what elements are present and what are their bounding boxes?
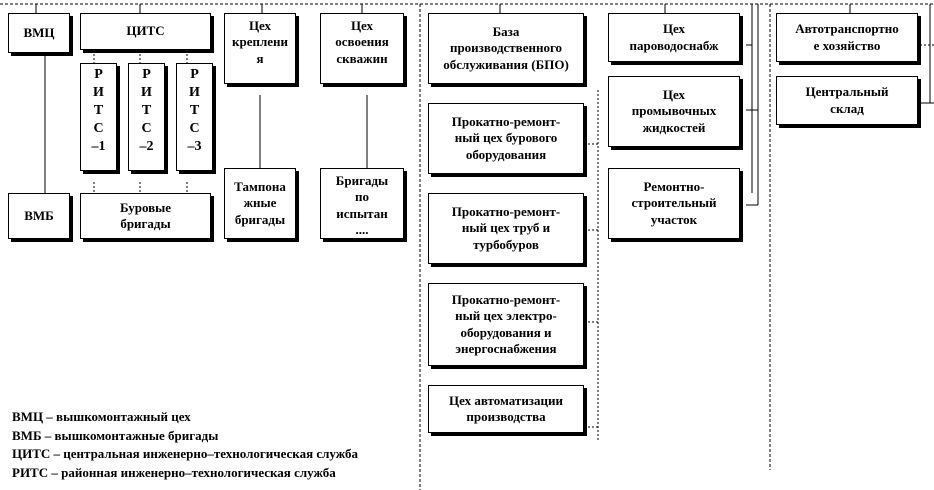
prceo-label: Прокатно-ремонт- ный цех электро- оборуд… [451,292,561,356]
ceh-promyvochnyh-label: Цех промывочных жидкостей [631,87,717,135]
rits2-label: Р И Т С –2 [139,67,154,154]
prctt-box: Прокатно-ремонт- ный цех труб и турбобур… [428,193,584,264]
prcbo-label: Прокатно-ремонт- ный цех бурового оборуд… [451,114,561,162]
ceh-krepleniya-box: Цех креплени я [224,13,296,84]
remontno-stroit-box: Ремонтно- строительный участок [608,168,740,239]
cits-label: ЦИТС [126,23,165,39]
rits3-label: Р И Т С –3 [187,67,202,154]
burovye-label: Буровые бригады [119,199,172,231]
prctt-label: Прокатно-ремонт- ный цех труб и турбобур… [451,204,561,252]
prceo-box: Прокатно-ремонт- ный цех электро- оборуд… [428,283,584,366]
legend: ВМЦ – вышкомонтажный цех ВМБ – вышкомонт… [12,408,358,482]
rits2-box: Р И Т С –2 [128,63,165,171]
bpo-label: База производственного обслуживания (БПО… [443,24,569,72]
bpo-box: База производственного обслуживания (БПО… [428,13,584,84]
brigady-ispytaniya-label: Бригады по испытан .... [335,173,389,237]
rits3-box: Р И Т С –3 [176,63,213,171]
vmb-box: ВМБ [8,193,70,239]
legend-item: ВМЦ – вышкомонтажный цех [12,409,191,424]
legend-item: РИТС – районная инженерно–технологическа… [12,464,336,480]
vmb-label: ВМБ [24,207,54,223]
prcbo-box: Прокатно-ремонт- ный цех бурового оборуд… [428,103,584,174]
ceh-krepleniya-label: Цех креплени я [231,18,289,66]
vmc-label: ВМЦ [23,24,55,40]
legend-item: ВМБ – вышкомонтажные бригады [12,427,219,443]
brigady-ispytaniya-box: Бригады по испытан .... [320,168,404,239]
ceh-parovodosnab-box: Цех пароводоснабж [608,13,740,62]
ceh-avtomatizacii-label: Цех автоматизации производства [448,392,564,424]
ceh-osvoeniya-box: Цех освоения скважин [320,13,404,84]
ceh-parovodosnab-label: Цех пароводоснабж [629,21,719,53]
avtotransport-label: Автотранспортно е хозяйство [795,21,899,53]
ceh-promyvochnyh-box: Цех промывочных жидкостей [608,76,740,147]
vmc-box: ВМЦ [8,13,70,53]
avtotransport-box: Автотранспортно е хозяйство [776,13,918,62]
rits1-label: Р И Т С –1 [91,67,106,154]
cits-box: ЦИТС [80,13,211,50]
tamponazhnye-label: Тампона жные бригады [234,179,286,227]
centralnyi-sklad-label: Центральный склад [805,84,889,116]
legend-item: ЦИТС – центральная инженерно–технологиче… [12,446,359,461]
centralnyi-sklad-box: Центральный склад [776,76,918,125]
ceh-avtomatizacii-box: Цех автоматизации производства [428,385,584,433]
rits1-box: Р И Т С –1 [80,63,117,171]
tamponazhnye-box: Тампона жные бригады [224,168,296,239]
ceh-osvoeniya-label: Цех освоения скважин [335,18,389,66]
burovye-box: Буровые бригады [80,193,211,239]
remontno-stroit-label: Ремонтно- строительный участок [631,179,717,227]
